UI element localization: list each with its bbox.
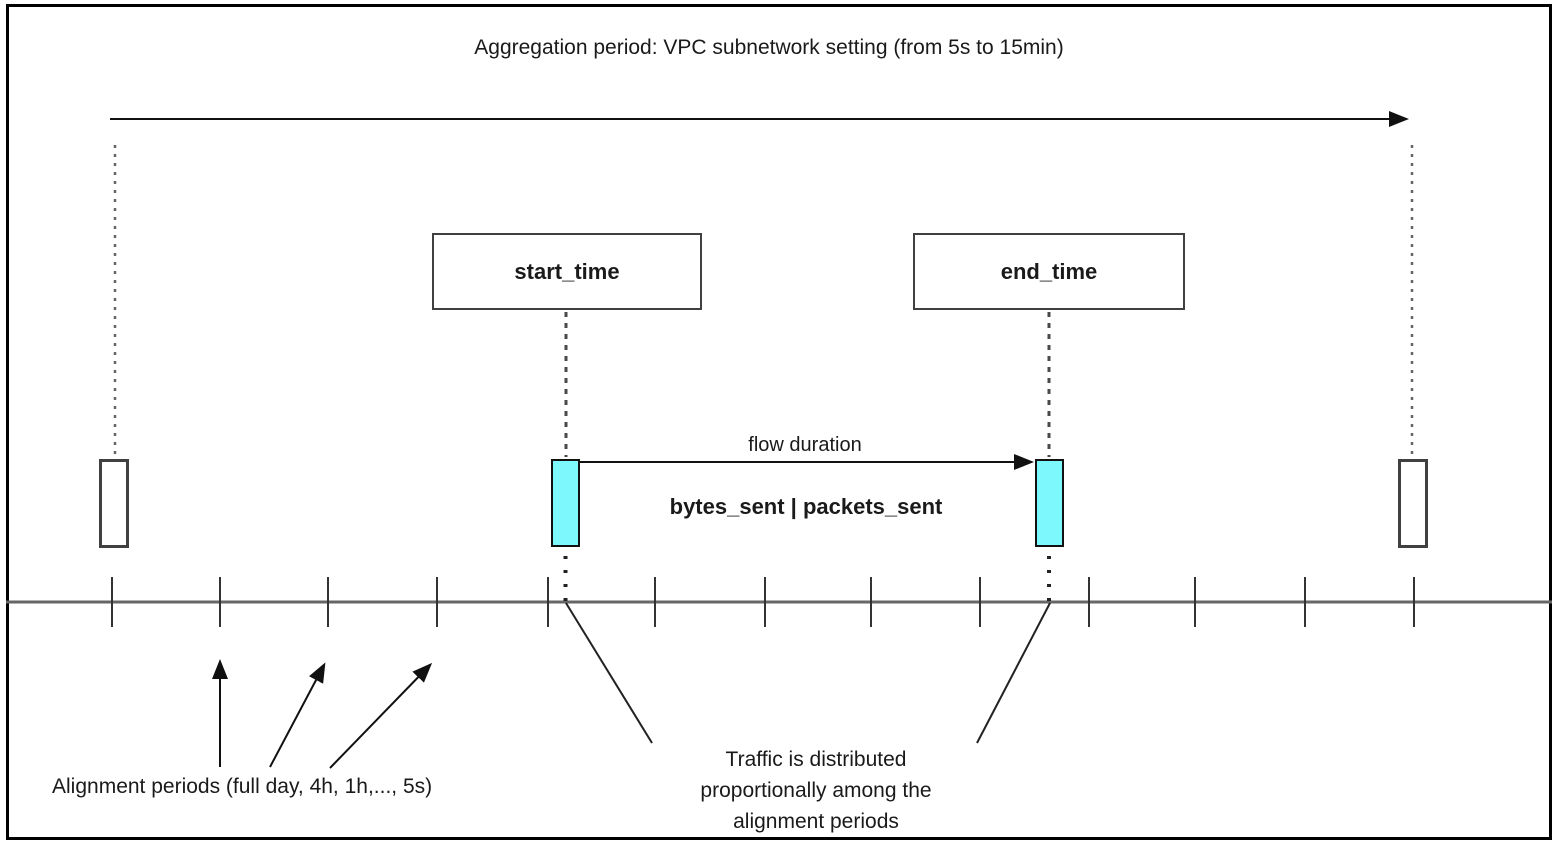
left-boundary-bar: [99, 459, 129, 548]
traffic-note-line-3: alignment periods: [733, 810, 899, 833]
traffic-note-line-1: Traffic is distributed: [725, 748, 907, 771]
end-flow-bar: [1035, 459, 1064, 547]
diagram-title: Aggregation period: VPC subnetwork setti…: [474, 36, 1064, 59]
flow-duration-label: flow duration: [748, 434, 862, 456]
right-callout-line: [976, 602, 1051, 744]
alignment-periods-label: Alignment periods (full day, 4h, 1h,...,…: [52, 775, 433, 798]
start-time-label: start_time: [514, 258, 620, 284]
traffic-note: Traffic is distributed proportionally am…: [700, 744, 931, 837]
traffic-note-line-2: proportionally among the: [700, 779, 932, 802]
alignment-arrow-3: [329, 662, 433, 769]
start-time-box: start_time: [432, 233, 702, 310]
end-time-box: end_time: [913, 233, 1185, 310]
end-time-label: end_time: [1000, 258, 1098, 284]
alignment-arrow-2: [269, 662, 326, 768]
left-callout-line: [565, 602, 653, 744]
metrics-label: bytes_sent | packets_sent: [669, 494, 943, 519]
timeline-ticks: [111, 577, 1415, 627]
right-boundary-bar: [1398, 459, 1428, 548]
start-flow-bar: [551, 459, 580, 547]
